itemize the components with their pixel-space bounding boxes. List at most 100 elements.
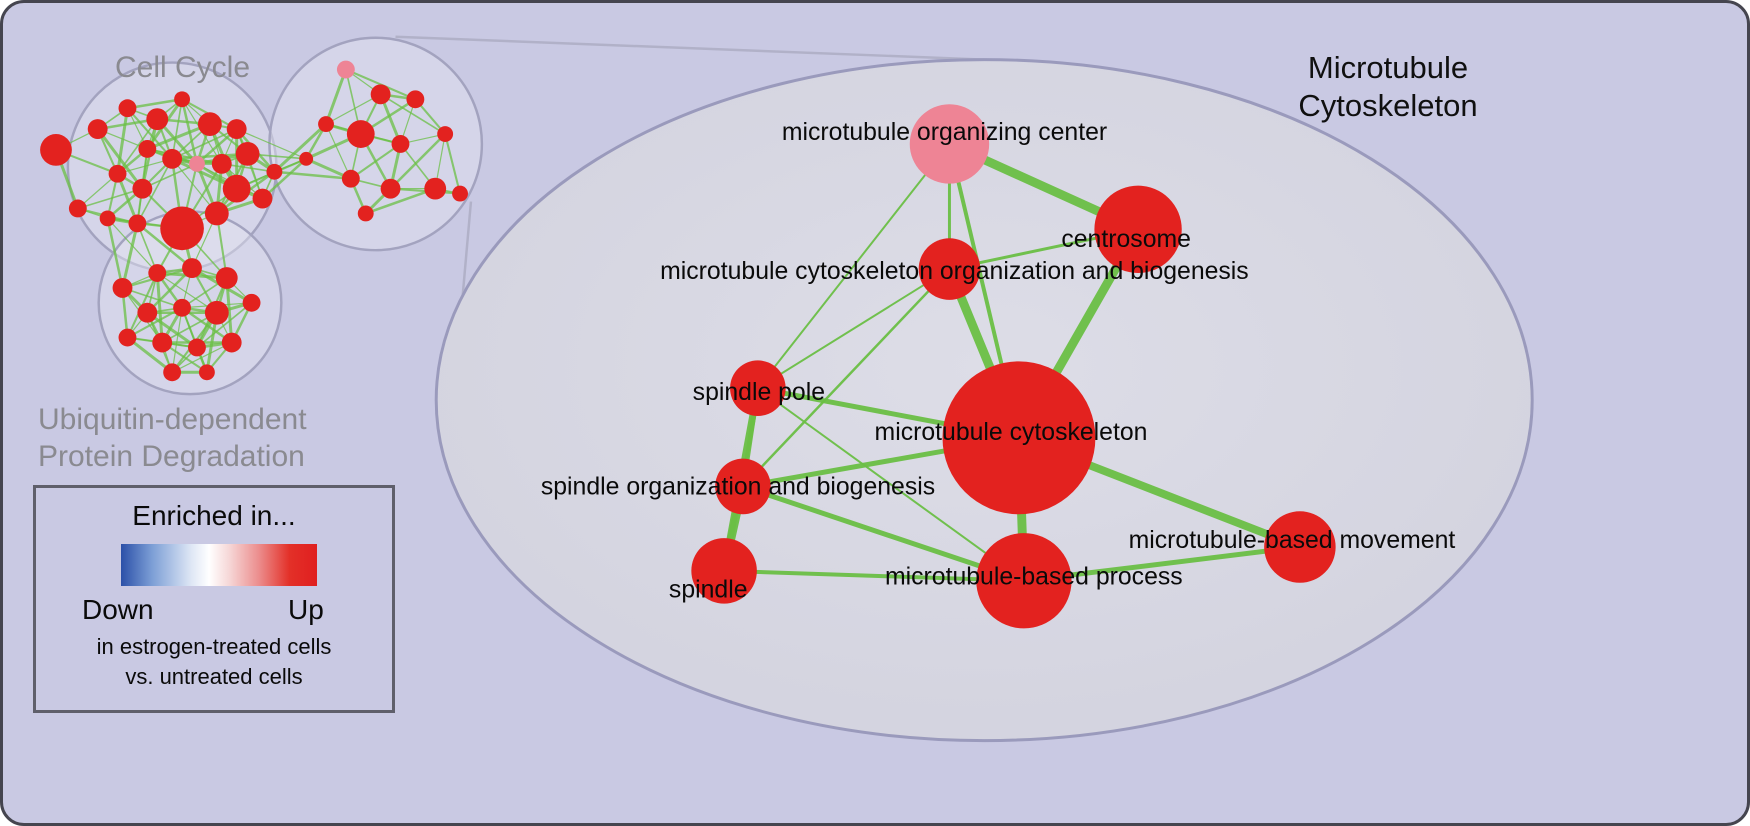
mini-network-node bbox=[128, 214, 147, 233]
node-label-mco: microtubule cytoskeleton organization an… bbox=[660, 258, 1249, 285]
mini-network-node bbox=[174, 91, 191, 108]
mini-network-edge bbox=[350, 143, 402, 180]
mini-network-node bbox=[198, 364, 215, 381]
mini-network-edge bbox=[126, 306, 183, 339]
mini-network-node bbox=[173, 298, 192, 317]
mini-network-node bbox=[346, 120, 375, 148]
legend-caption-line1: in estrogen-treated cells bbox=[96, 634, 332, 659]
mini-network-node bbox=[118, 328, 137, 347]
network-node-mbp bbox=[976, 533, 1072, 629]
mini-network-node bbox=[160, 206, 204, 251]
mini-network-node bbox=[370, 84, 391, 105]
mini-network-node bbox=[336, 60, 355, 79]
legend-title: Enriched in... bbox=[132, 500, 296, 531]
mini-network-node bbox=[197, 112, 222, 137]
network-edge-mco-spindle_pole bbox=[756, 268, 951, 390]
network-node-mt_cyto bbox=[942, 361, 1096, 515]
mini-network-edge bbox=[126, 336, 174, 374]
legend-up-label: Up bbox=[288, 594, 324, 625]
mini-network-edge bbox=[121, 223, 139, 289]
mini-network-node bbox=[152, 332, 173, 353]
network-node-moc bbox=[909, 104, 990, 184]
network-node-spindle_org bbox=[715, 458, 771, 515]
node-label-spindle_org: spindle organization and biogenesis bbox=[541, 473, 935, 500]
mini-network-edge bbox=[116, 118, 158, 175]
mini-network-edge bbox=[380, 93, 446, 135]
network-edge-spindle_pole-mbp bbox=[756, 387, 1025, 582]
mini-network-node bbox=[87, 119, 108, 140]
mini-network-node bbox=[137, 302, 158, 323]
mini-network-edge bbox=[171, 307, 183, 373]
mini-network-edge bbox=[365, 187, 436, 215]
node-label-moc: microtubule organizing center bbox=[782, 119, 1107, 146]
network-node-spindle bbox=[691, 538, 757, 604]
mini-network-node bbox=[252, 188, 273, 209]
mini-network-node bbox=[357, 205, 374, 222]
mini-network-node bbox=[182, 258, 202, 278]
network-edge-mco-spindle_org bbox=[741, 267, 951, 488]
legend-caption-line2: vs. untreated cells bbox=[125, 664, 303, 689]
mini-network-edge bbox=[127, 98, 183, 110]
mini-network-edge bbox=[325, 123, 352, 179]
mini-network-node bbox=[189, 155, 205, 172]
mini-network-node bbox=[148, 264, 167, 282]
mini-network-edge bbox=[171, 341, 232, 373]
mini-network-node bbox=[424, 177, 447, 200]
mini-network-edge bbox=[106, 218, 124, 289]
network-node-mco bbox=[918, 238, 981, 300]
mini-network-edge bbox=[325, 93, 381, 125]
node-label-mbp: microtubule-based process bbox=[885, 564, 1183, 591]
mini-network-node bbox=[163, 363, 182, 382]
mini-network-node bbox=[452, 185, 468, 202]
mini-network-edge bbox=[122, 287, 183, 309]
mini-network-edge bbox=[324, 69, 348, 125]
mini-network-node bbox=[242, 293, 261, 312]
mini-network-node bbox=[211, 153, 232, 174]
mini-network-node bbox=[226, 119, 247, 140]
mini-network-edge bbox=[136, 222, 193, 270]
mini-network-node bbox=[299, 151, 314, 166]
mini-network-edge bbox=[172, 152, 248, 161]
zoom-cone-line-1 bbox=[395, 35, 985, 61]
mini-network-node bbox=[391, 135, 410, 153]
node-label-centrosome: centrosome bbox=[1061, 226, 1191, 253]
mini-network-node bbox=[266, 163, 283, 180]
mini-network-node bbox=[406, 90, 425, 109]
mini-network-node bbox=[204, 300, 229, 325]
network-canvas: microtubule organizing center centrosome m… bbox=[40, 35, 1534, 743]
mini-network-node bbox=[222, 174, 251, 203]
network-edge-spindle_org-mbp bbox=[740, 483, 1027, 584]
network-node-spindle_pole bbox=[730, 360, 786, 416]
mini-network-edge bbox=[146, 267, 193, 314]
mini-network-edge bbox=[142, 163, 198, 190]
mini-network-node bbox=[318, 116, 334, 133]
network-node-mbm bbox=[1264, 511, 1336, 583]
legend-down-label: Down bbox=[82, 594, 154, 625]
mini-network-node bbox=[341, 169, 360, 188]
mini-network-node bbox=[132, 178, 153, 199]
mini-network-edge bbox=[155, 272, 164, 343]
mini-network-node bbox=[204, 201, 229, 226]
mini-network-edge bbox=[126, 107, 173, 160]
mini-network-edge bbox=[444, 133, 462, 194]
network-edge-spindle-mbp bbox=[722, 568, 1026, 583]
mini-network-node bbox=[437, 126, 454, 142]
node-label-spindle: spindle bbox=[669, 577, 748, 604]
mini-network-edge bbox=[274, 170, 351, 180]
mini-network-edge bbox=[171, 99, 183, 159]
cluster-circle-microtubule bbox=[268, 36, 484, 252]
mini-network-edge bbox=[389, 133, 447, 190]
mini-network-node bbox=[68, 199, 87, 218]
mini-network-node bbox=[108, 164, 127, 183]
mini-network-node bbox=[146, 108, 169, 131]
mini-network-edge bbox=[77, 187, 143, 210]
node-label-mbm: microtubule-based movement bbox=[1129, 527, 1456, 554]
mini-network-node bbox=[118, 99, 137, 118]
mini-network-node bbox=[188, 338, 206, 357]
mini-network-edge bbox=[196, 302, 253, 349]
mini-network-node bbox=[235, 141, 260, 166]
mini-network-edge bbox=[116, 108, 129, 174]
legend-color-gradient-bar bbox=[121, 544, 317, 586]
mini-network-edge bbox=[273, 123, 328, 173]
